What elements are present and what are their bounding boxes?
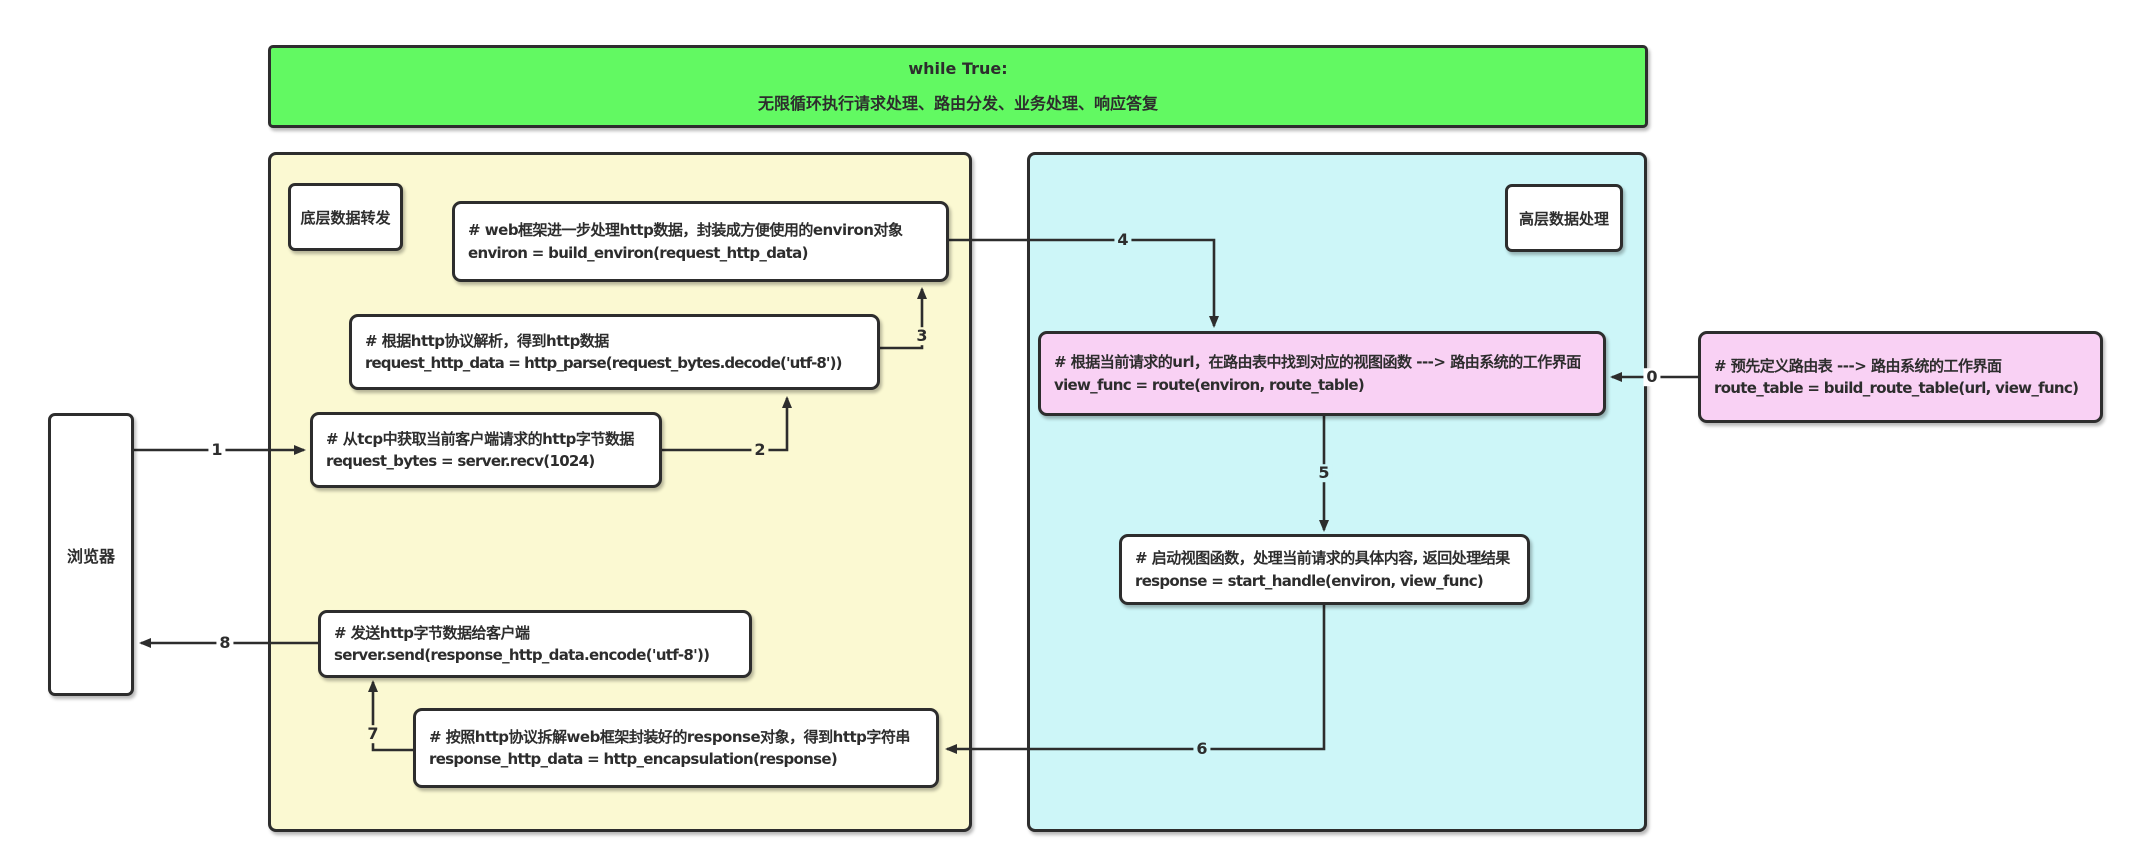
while-loop-banner: while True: 无限循环执行请求处理、路由分发、业务处理、响应答复 [268, 45, 1648, 128]
browser-label: 浏览器 [66, 546, 115, 566]
high-level-label-text: 高层数据处理 [1518, 209, 1609, 228]
http-parse-code: request_http_data = http_parse(request_b… [365, 354, 842, 372]
arrow-label-4: 4 [1114, 231, 1132, 249]
http-encapsulation-comment: # 按照http协议拆解web框架封装好的response对象，得到http字符… [429, 727, 910, 746]
build-environ-node: # web框架进一步处理http数据，封装成方便使用的environ对象 env… [452, 201, 949, 282]
high-level-panel-label: 高层数据处理 [1505, 184, 1623, 252]
server-recv-code: request_bytes = server.recv(1024) [326, 452, 595, 470]
http-encapsulation-code: response_http_data = http_encapsulation(… [429, 750, 838, 768]
server-send-node: # 发送http字节数据给客户端 server.send(response_ht… [318, 610, 752, 678]
high-level-panel [1027, 152, 1647, 832]
arrow-label-5: 5 [1315, 464, 1333, 482]
route-code: view_func = route(environ, route_table) [1054, 375, 1365, 394]
build-route-table-comment: # 预先定义路由表 ---> 路由系统的工作界面 [1714, 356, 2002, 375]
route-comment: # 根据当前请求的url，在路由表中找到对应的视图函数 ---> 路由系统的工作… [1054, 353, 1581, 371]
while-loop-title: while True: [908, 59, 1008, 79]
arrow-label-8: 8 [216, 634, 234, 652]
low-level-label-text: 底层数据转发 [300, 208, 391, 227]
build-route-table-node: # 预先定义路由表 ---> 路由系统的工作界面 route_table = b… [1698, 331, 2103, 423]
server-send-code: server.send(response_http_data.encode('u… [334, 646, 710, 664]
arrow-label-0: 0 [1643, 368, 1661, 386]
route-node: # 根据当前请求的url，在路由表中找到对应的视图函数 ---> 路由系统的工作… [1038, 331, 1606, 416]
build-route-table-code: route_table = build_route_table(url, vie… [1714, 379, 2079, 397]
low-level-panel-label: 底层数据转发 [288, 183, 403, 251]
start-handle-comment: # 启动视图函数，处理当前请求的具体内容, 返回处理结果 [1135, 549, 1510, 567]
while-loop-subtitle: 无限循环执行请求处理、路由分发、业务处理、响应答复 [757, 93, 1158, 113]
arrow-label-3: 3 [913, 327, 931, 345]
server-recv-comment: # 从tcp中获取当前客户端请求的http字节数据 [326, 429, 634, 448]
arrow-label-6: 6 [1193, 740, 1211, 758]
start-handle-code: response = start_handle(environ, view_fu… [1135, 571, 1484, 590]
arrow-label-1: 1 [208, 441, 226, 459]
browser-node: 浏览器 [48, 413, 134, 696]
build-environ-comment: # web框架进一步处理http数据，封装成方便使用的environ对象 [468, 221, 903, 239]
server-send-comment: # 发送http字节数据给客户端 [334, 623, 530, 642]
build-environ-code: environ = build_environ(request_http_dat… [468, 243, 808, 262]
http-parse-comment: # 根据http协议解析，得到http数据 [365, 331, 609, 350]
http-parse-node: # 根据http协议解析，得到http数据 request_http_data … [349, 314, 880, 390]
start-handle-node: # 启动视图函数，处理当前请求的具体内容, 返回处理结果 response = … [1119, 534, 1530, 605]
arrow-label-7: 7 [364, 725, 382, 743]
arrow-label-2: 2 [751, 441, 769, 459]
server-recv-node: # 从tcp中获取当前客户端请求的http字节数据 request_bytes … [310, 412, 662, 488]
http-encapsulation-node: # 按照http协议拆解web框架封装好的response对象，得到http字符… [413, 708, 939, 788]
